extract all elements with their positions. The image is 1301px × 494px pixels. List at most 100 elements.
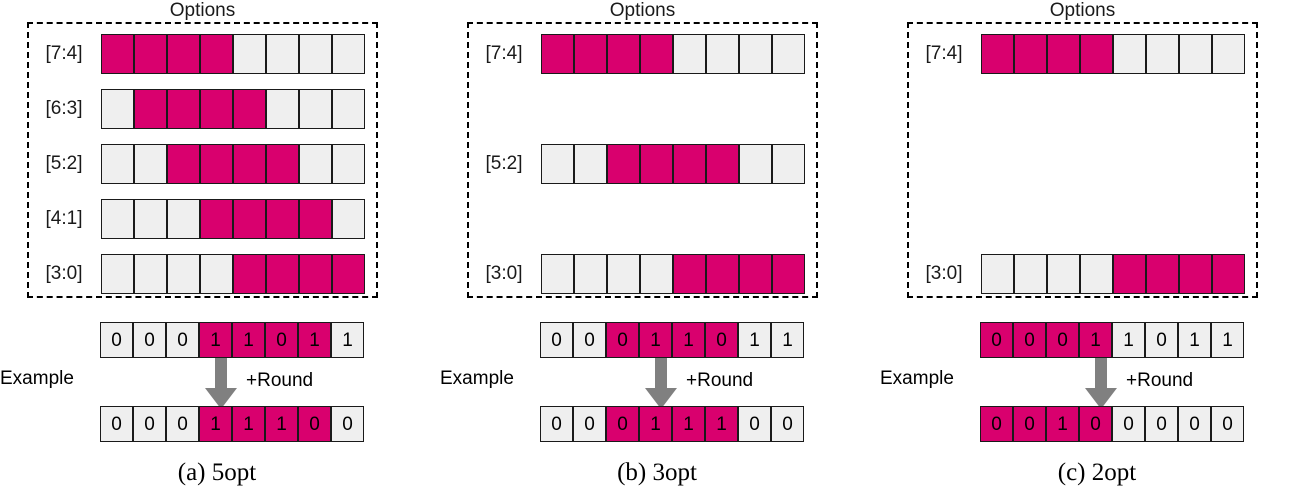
option-cell-selected <box>266 144 299 184</box>
option-cell-selected <box>541 34 574 74</box>
option-label: [3:0] <box>45 263 83 284</box>
option-cell-empty <box>332 144 365 184</box>
option-cell-empty <box>101 89 134 129</box>
bit-cell: 0 <box>1112 406 1145 442</box>
option-row: [3:0] <box>467 254 818 294</box>
option-cell-selected <box>1014 34 1047 74</box>
panel-caption: (c) 2opt <box>1057 459 1137 486</box>
option-cell-selected <box>1179 254 1212 294</box>
option-cell-empty <box>640 254 673 294</box>
bit-cell: 0 <box>1079 406 1112 442</box>
bit-cell: 0 <box>331 406 364 442</box>
option-cell-empty <box>233 34 266 74</box>
bit-cell: 1 <box>1112 322 1145 358</box>
option-cell-selected <box>607 34 640 74</box>
options-row-group: [7:4] [3:0] <box>907 22 1258 298</box>
option-cell-empty <box>772 144 805 184</box>
option-cell-selected <box>167 144 200 184</box>
options-title: Options <box>609 0 676 21</box>
bit-cell: 1 <box>771 322 804 358</box>
bit-cell: 1 <box>672 406 705 442</box>
option-cell-empty <box>299 89 332 129</box>
option-cell-selected <box>574 34 607 74</box>
options-title: Options <box>169 0 236 21</box>
option-label: [5:2] <box>485 153 523 174</box>
option-cell-empty <box>706 34 739 74</box>
option-cell-selected <box>332 254 365 294</box>
option-cell-empty <box>1014 254 1047 294</box>
bit-cell: 0 <box>1145 322 1178 358</box>
option-cell-empty <box>299 34 332 74</box>
option-cells <box>101 144 365 184</box>
option-cells <box>101 34 365 74</box>
option-cell-selected <box>1047 34 1080 74</box>
option-cell-selected <box>673 254 706 294</box>
bit-cell: 1 <box>639 322 672 358</box>
bit-cell: 0 <box>100 406 133 442</box>
panel-caption: (b) 3opt <box>617 459 697 486</box>
option-cell-selected <box>233 199 266 239</box>
bit-cell: 1 <box>199 322 232 358</box>
option-cell-empty <box>134 199 167 239</box>
option-cell-empty <box>299 144 332 184</box>
option-cells <box>541 254 805 294</box>
option-cell-empty <box>574 144 607 184</box>
option-row: [6:3] <box>27 89 378 129</box>
bit-cell: 0 <box>298 406 331 442</box>
option-cell-empty <box>167 199 200 239</box>
option-cell-empty <box>541 144 574 184</box>
option-label: [3:0] <box>485 263 523 284</box>
option-cell-selected <box>134 89 167 129</box>
options-dashed-box <box>27 22 378 298</box>
option-cell-selected <box>1113 254 1146 294</box>
options-dashed-box <box>907 22 1258 298</box>
option-cell-selected <box>772 254 805 294</box>
option-cell-selected <box>1212 254 1245 294</box>
option-label: [7:4] <box>925 43 963 64</box>
bit-cell: 0 <box>133 322 166 358</box>
bit-cell: 0 <box>771 406 804 442</box>
option-cell-empty <box>772 34 805 74</box>
options-title: Options <box>1049 0 1116 21</box>
bit-cell: 0 <box>1178 406 1211 442</box>
option-cell-selected <box>706 254 739 294</box>
option-cells <box>101 199 365 239</box>
option-cell-selected <box>233 89 266 129</box>
option-row: [7:4] <box>27 34 378 74</box>
bit-cell: 0 <box>606 322 639 358</box>
option-cell-empty <box>739 34 772 74</box>
option-label: [7:4] <box>45 43 83 64</box>
option-cell-empty <box>981 254 1014 294</box>
bit-cell: 0 <box>1013 406 1046 442</box>
option-cell-empty <box>1080 254 1113 294</box>
option-label: [6:3] <box>45 98 83 119</box>
bit-cell: 1 <box>639 406 672 442</box>
bit-cell: 1 <box>1046 406 1079 442</box>
round-label: +Round <box>246 370 314 391</box>
option-row: [3:0] <box>907 254 1258 294</box>
bit-cell: 0 <box>1211 406 1244 442</box>
option-cell-selected <box>981 34 1014 74</box>
option-cell-selected <box>266 254 299 294</box>
option-row: [3:0] <box>27 254 378 294</box>
option-cell-selected <box>200 89 233 129</box>
option-label: [3:0] <box>925 263 963 284</box>
option-cell-empty <box>1047 254 1080 294</box>
option-cell-selected <box>1080 34 1113 74</box>
option-cells <box>981 34 1245 74</box>
bit-cell: 1 <box>1178 322 1211 358</box>
bit-cell: 1 <box>705 406 738 442</box>
option-cell-empty <box>1113 34 1146 74</box>
round-arrow-icon <box>643 358 679 410</box>
example-label: Example <box>440 368 514 389</box>
example-label: Example <box>0 368 74 389</box>
option-cell-selected <box>167 89 200 129</box>
